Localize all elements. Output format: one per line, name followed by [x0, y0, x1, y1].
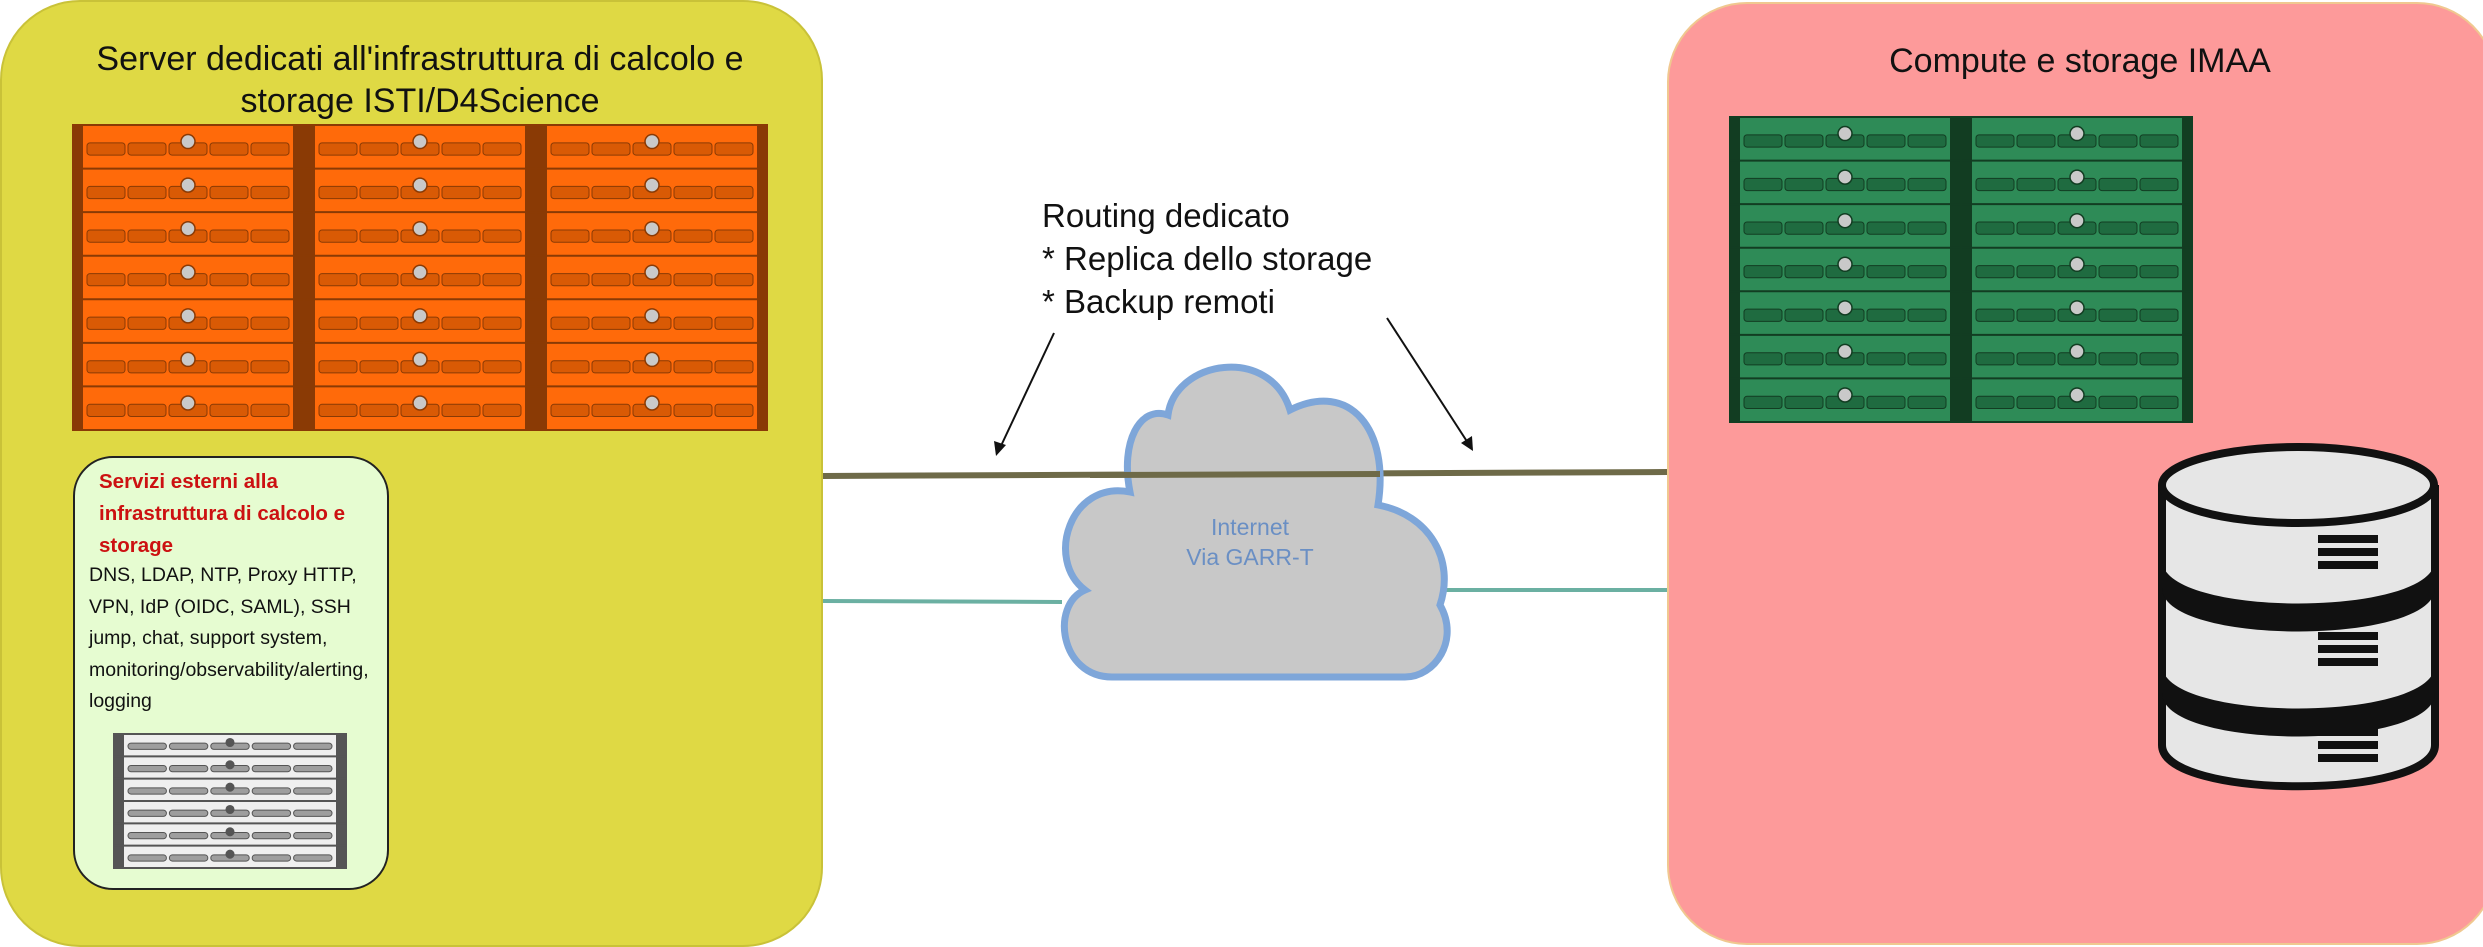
routing-line: Routing dedicato — [1042, 197, 1290, 234]
server-unit — [113, 733, 347, 869]
services-line: logging — [89, 690, 152, 712]
right-zone-title: Compute e storage IMAA — [1889, 42, 2271, 80]
cloud-label: Internet Via GARR-T — [1120, 512, 1380, 572]
services-line: DNS, LDAP, NTP, Proxy HTTP, — [89, 564, 357, 586]
services-line: VPN, IdP (OIDC, SAML), SSH — [89, 595, 351, 618]
services-line: monitoring/observability/alerting, — [89, 658, 369, 681]
server-unit — [536, 124, 768, 431]
routing-annotation: Routing dedicato * Replica dello storage… — [1042, 194, 1372, 323]
external-services-title: Servizi esterni alla infrastruttura di c… — [99, 466, 389, 562]
server-unit — [1961, 116, 2193, 423]
routing-line: * Replica dello storage — [1042, 240, 1373, 277]
cloud-label-line: Via GARR-T — [1186, 544, 1314, 570]
server-unit — [72, 124, 304, 431]
cloud-label-line: Internet — [1211, 514, 1289, 540]
services-line: jump, chat, support system, — [89, 627, 328, 649]
external-services-title-line: infrastruttura di calcolo e — [99, 502, 346, 525]
left-zone-title-line: storage ISTI/D4Science — [240, 82, 600, 120]
server-unit — [304, 124, 536, 431]
server-unit — [1729, 116, 1961, 423]
external-services-title-line: Servizi esterni alla — [99, 470, 278, 493]
left-zone-title-line: Server dedicati all'infrastruttura di ca… — [96, 40, 744, 78]
arrow-right — [1386, 317, 1473, 451]
arrow-left — [994, 332, 1055, 456]
routing-line: * Backup remoti — [1042, 283, 1275, 320]
external-services-title-line: storage — [99, 534, 174, 557]
internet-link-left — [822, 599, 1063, 604]
left-zone-title: Server dedicati all'infrastruttura di ca… — [40, 38, 800, 122]
external-services-list: DNS, LDAP, NTP, Proxy HTTP, VPN, IdP (OI… — [89, 560, 389, 718]
cloud-icon — [1060, 363, 1451, 681]
